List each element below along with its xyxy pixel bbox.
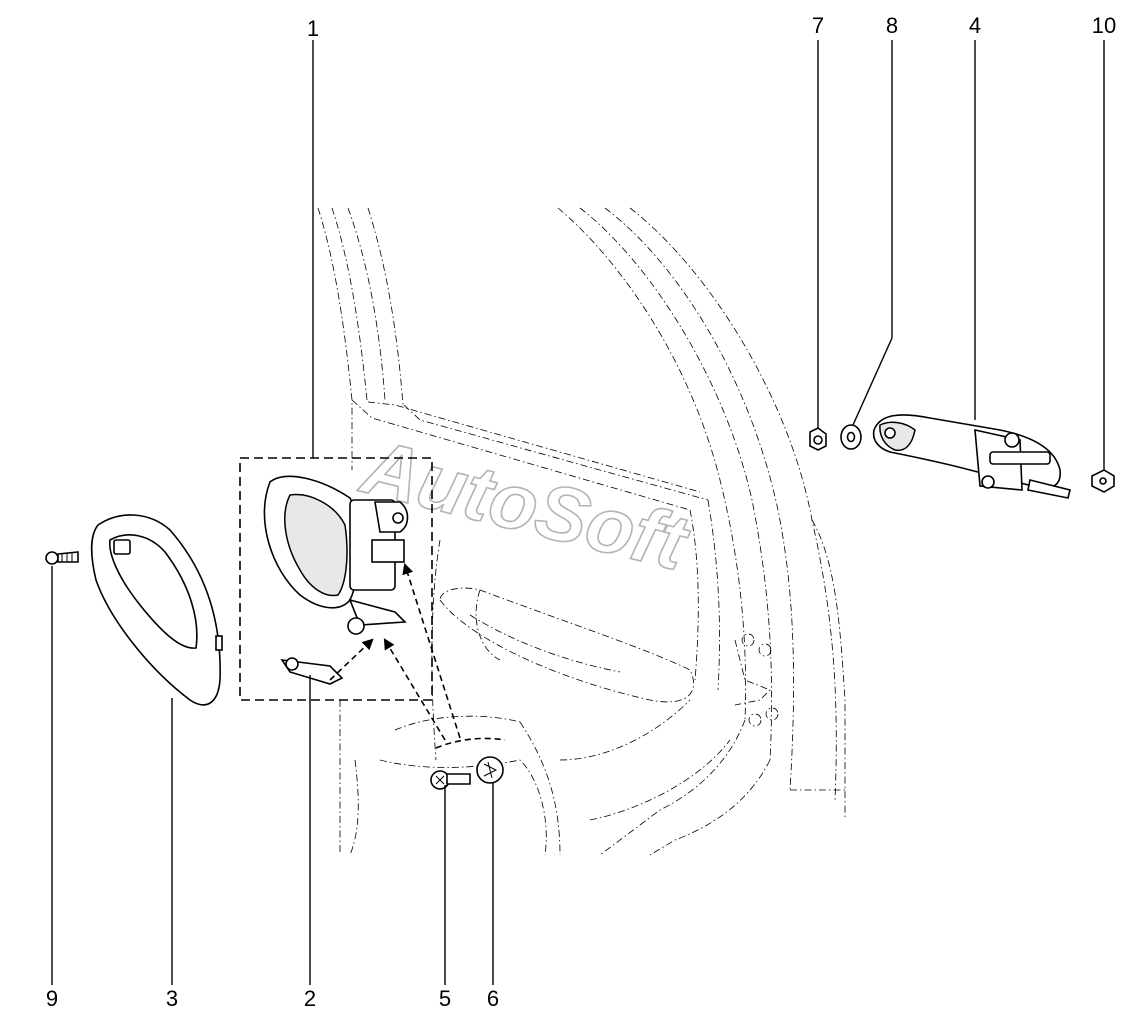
assembly-arrow-3 (402, 562, 461, 739)
leader-line-8-diag (852, 337, 893, 426)
outer-door-handle (872, 414, 1071, 499)
callout-8: 8 (886, 13, 898, 38)
handle-trim-bezel (90, 514, 223, 706)
inner-handle-mechanism (263, 475, 409, 635)
screw-9 (45, 551, 79, 565)
cap-6 (476, 756, 504, 784)
callout-6: 6 (487, 986, 499, 1011)
detail-box (239, 457, 433, 701)
handle-clip (280, 657, 344, 685)
callout-3: 3 (166, 986, 178, 1011)
callout-1: 1 (307, 16, 319, 41)
assembly-arrow-4 (435, 737, 506, 749)
nut-7 (809, 427, 827, 451)
callout-7: 7 (812, 13, 824, 38)
door-panel-outline (317, 207, 846, 856)
callout-9: 9 (46, 986, 58, 1011)
bolt-5 (430, 770, 471, 790)
screw-10 (1091, 469, 1115, 493)
callout-10: 10 (1092, 13, 1116, 38)
callout-2: 2 (304, 986, 316, 1011)
washer-8 (840, 424, 862, 450)
assembly-arrow-2 (383, 638, 446, 741)
callout-5: 5 (439, 986, 451, 1011)
callout-4: 4 (969, 13, 981, 38)
